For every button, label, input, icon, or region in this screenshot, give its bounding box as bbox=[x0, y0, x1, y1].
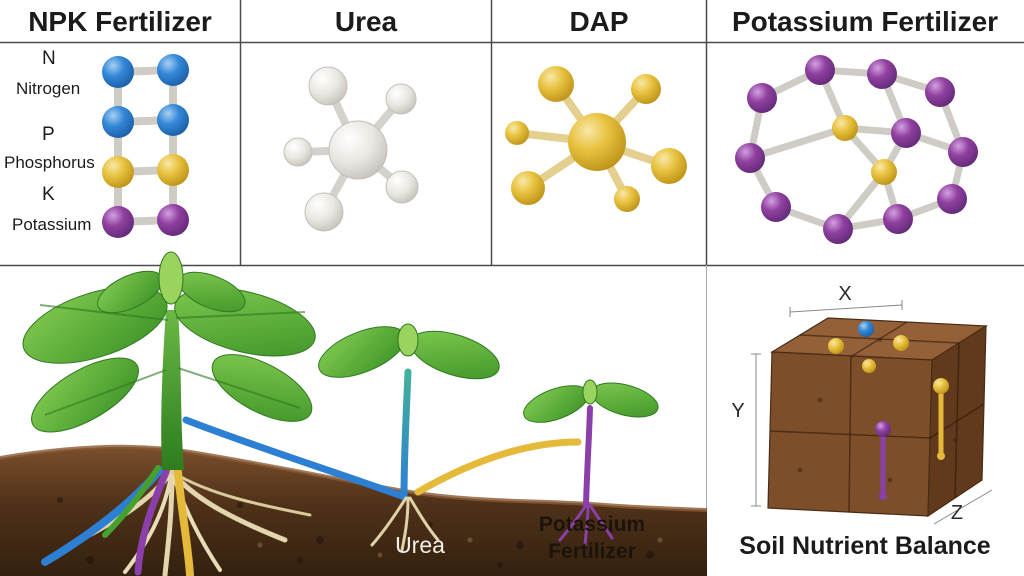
soil-scene: Urea Potassium Fertilizer bbox=[0, 251, 708, 576]
dap-atom bbox=[505, 121, 529, 145]
urea-soil-label: Urea bbox=[395, 532, 445, 558]
legend-k-symbol: K bbox=[42, 184, 55, 205]
nitrogen-atom bbox=[157, 54, 189, 86]
green-root bbox=[102, 465, 161, 538]
potassium-atom bbox=[948, 137, 978, 167]
potassium-atom bbox=[761, 192, 791, 222]
dap-atom bbox=[631, 74, 661, 104]
urea-molecule bbox=[283, 66, 419, 232]
potassium-root bbox=[134, 468, 170, 576]
potassium-atom bbox=[102, 206, 134, 238]
urea-plant-shoot bbox=[397, 323, 419, 357]
potassium-atom bbox=[883, 204, 913, 234]
potassium-plant-stem bbox=[583, 405, 593, 508]
phosphorus-marker bbox=[862, 359, 876, 373]
phosphorus-marker bbox=[828, 338, 844, 354]
urea-plant-leaf bbox=[410, 330, 500, 380]
urea-flow-line bbox=[182, 416, 406, 500]
phosphorus-pin bbox=[933, 378, 949, 460]
urea-plant-leaf bbox=[318, 326, 406, 378]
potassium-plant-shoot bbox=[582, 379, 598, 405]
axis-x-label: X bbox=[838, 283, 851, 305]
potassium-plant-roots bbox=[558, 503, 614, 547]
dap-atom bbox=[511, 171, 545, 205]
potassium-atom bbox=[925, 77, 955, 107]
potassium-flow-line bbox=[414, 438, 582, 496]
urea-plant bbox=[318, 323, 500, 552]
cube-title: Soil Nutrient Balance bbox=[739, 532, 991, 560]
potassium-atom bbox=[735, 143, 765, 173]
potassium-soil-label-line1: Potassium bbox=[539, 513, 645, 536]
urea-atom bbox=[304, 192, 344, 232]
urea-atom bbox=[283, 137, 313, 167]
big-plant-leaf bbox=[31, 357, 139, 433]
potassium-plant-leaf bbox=[523, 385, 589, 423]
urea-panel-title: Urea bbox=[335, 6, 398, 37]
potassium-pin bbox=[875, 421, 891, 500]
big-plant-roots bbox=[41, 465, 312, 576]
potassium-plant-leaf bbox=[591, 382, 659, 418]
legend-n-name: Nitrogen bbox=[16, 79, 80, 98]
urea-center-atom bbox=[328, 120, 388, 180]
legend-p-symbol: P bbox=[42, 124, 55, 145]
phosphorus-marker bbox=[893, 335, 909, 351]
potassium-soil-label-line2: Fertilizer bbox=[548, 540, 636, 563]
potassium-atom bbox=[823, 214, 853, 244]
axis-y-label: Y bbox=[731, 400, 744, 422]
npk-molecule bbox=[102, 54, 189, 238]
nitrogen-atom bbox=[102, 56, 134, 88]
dap-panel-title: DAP bbox=[569, 6, 628, 37]
leaf-veins bbox=[39, 304, 306, 416]
big-plant bbox=[22, 251, 316, 470]
big-plant-shoot bbox=[158, 251, 184, 305]
phosphorus-atom bbox=[157, 154, 189, 186]
urea-atom bbox=[308, 66, 348, 106]
potassium-plant bbox=[523, 379, 659, 547]
urea-plant-stem bbox=[400, 368, 412, 501]
potassium-atom bbox=[891, 118, 921, 148]
dap-center-atom bbox=[568, 113, 626, 171]
npk-bonds bbox=[114, 66, 177, 226]
phosphorus-atom bbox=[102, 156, 134, 188]
dap-atom bbox=[651, 148, 687, 184]
axis-lines bbox=[751, 300, 993, 525]
phosphorus-atom bbox=[871, 159, 897, 185]
big-plant-stem bbox=[161, 310, 184, 470]
npk-legend: N Nitrogen P Phosphorus K Potassium bbox=[4, 48, 95, 234]
potassium-atom bbox=[867, 59, 897, 89]
potassium-atom bbox=[747, 83, 777, 113]
legend-k-name: Potassium bbox=[12, 215, 91, 234]
dap-molecule bbox=[505, 66, 687, 212]
dap-atom bbox=[614, 186, 640, 212]
legend-n-symbol: N bbox=[42, 48, 56, 69]
npk-panel-title: NPK Fertilizer bbox=[28, 6, 212, 37]
urea-atom bbox=[385, 83, 417, 115]
urea-plant-roots bbox=[370, 496, 440, 552]
potassium-panel-title: Potassium Fertilizer bbox=[732, 6, 998, 37]
phosphorus-atom bbox=[832, 115, 858, 141]
dap-atom bbox=[538, 66, 574, 102]
legend-p-name: Phosphorus bbox=[4, 153, 95, 172]
potassium-molecule bbox=[735, 55, 978, 244]
nitrogen-atom bbox=[102, 106, 134, 138]
potassium-atom bbox=[937, 184, 967, 214]
soil-cube-panel: X Y Z Soil Nutrient Balance bbox=[731, 283, 993, 560]
potassium-atom bbox=[805, 55, 835, 85]
nitrogen-atom bbox=[157, 104, 189, 136]
axis-z-label: Z bbox=[951, 502, 963, 524]
phosphorus-root bbox=[174, 468, 194, 576]
urea-atom bbox=[385, 170, 419, 204]
nitrogen-marker bbox=[858, 321, 874, 337]
potassium-atom bbox=[157, 204, 189, 236]
